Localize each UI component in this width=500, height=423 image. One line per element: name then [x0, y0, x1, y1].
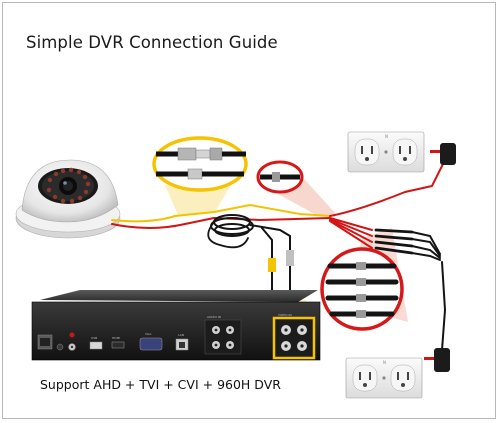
wall-outlet-bottom: N [345, 357, 423, 399]
dvr-port-label: HDMI [112, 336, 120, 340]
bnc-connector-zoom [152, 136, 248, 192]
outlet-label: N [385, 134, 388, 139]
dome-camera [15, 159, 121, 239]
dvr-port-label: VIDEO IN [278, 313, 292, 317]
dvr-port-label: VGA [145, 332, 152, 336]
dvr-port-label: LAN [178, 333, 184, 337]
dc-power-connector-zoom [256, 160, 304, 194]
outlet-label: N [383, 360, 386, 365]
dvr-port-label: USB [91, 336, 97, 340]
dvr-recorder: USB HDMI VGA LAN AUDIO IN VIDEO IN [31, 290, 321, 361]
page-title: Simple DVR Connection Guide [26, 33, 278, 52]
power-adapter-bottom [424, 348, 450, 372]
wall-outlet-top: N [347, 131, 425, 173]
power-adapter-top [430, 143, 456, 165]
power-splitter-zoom [320, 247, 404, 331]
cabling [111, 149, 453, 351]
dvr-port-label: AUDIO IN [207, 315, 221, 319]
compatibility-caption: Support AHD + TVI + CVI + 960H DVR [40, 377, 281, 392]
